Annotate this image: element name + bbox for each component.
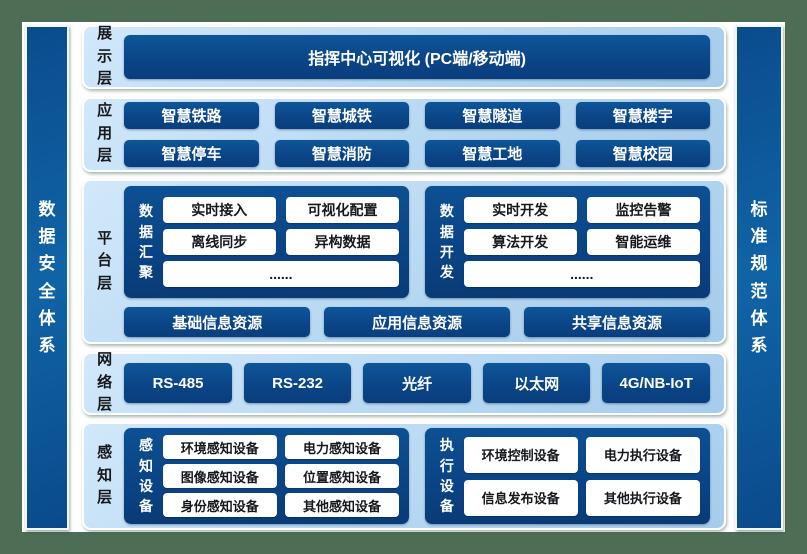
device-box: 电力执行设备 [585, 436, 700, 473]
layer-label-application: 应用层 [97, 102, 113, 165]
layer-panel-application: 应用层 智慧铁路 智慧城铁 智慧隧道 智慧楼宇 智慧停车 智慧消防 智慧工地 智… [82, 96, 726, 172]
app-chip-smart-worksite: 智慧工地 [425, 139, 560, 167]
device-box: 图像感知设备 [162, 464, 277, 488]
platform-layer-content: 数据汇聚 实时接入 可视化配置 离线同步 异构数据 ...... 数据开发 实时… [124, 186, 711, 337]
platform-item: 监控告警 [586, 197, 700, 223]
app-chip-smart-building: 智慧楼宇 [575, 101, 710, 129]
platform-item: 离线同步 [162, 229, 276, 255]
pillar-data-security: 数据安全体系 [25, 25, 69, 530]
actuator-devices-grid: 环境控制设备 电力执行设备 信息发布设备 其他执行设备 [463, 436, 700, 516]
platform-item-more: ...... [463, 261, 700, 287]
data-development-grid: 实时开发 监控告警 算法开发 智能运维 ...... [463, 197, 700, 287]
application-layer-content: 智慧铁路 智慧城铁 智慧隧道 智慧楼宇 智慧停车 智慧消防 智慧工地 智慧校园 [124, 101, 710, 167]
layer-label-perception: 感知层 [97, 444, 113, 507]
platform-item: 智能运维 [586, 229, 700, 255]
app-chip-smart-metro: 智慧城铁 [274, 101, 410, 129]
layer-label-platform: 平台层 [97, 229, 113, 292]
device-box: 位置感知设备 [284, 464, 400, 488]
device-box: 环境感知设备 [162, 435, 277, 459]
group-sensing-devices-label: 感知设备 [138, 437, 153, 515]
platform-item-more: ...... [162, 261, 400, 287]
group-data-development-label: 数据开发 [439, 203, 454, 281]
information-resources-row: 基础信息资源 应用信息资源 共享信息资源 [124, 307, 711, 337]
perception-layer-content: 感知设备 环境感知设备 电力感知设备 图像感知设备 位置感知设备 身份感知设备 … [124, 428, 710, 524]
device-box: 信息发布设备 [463, 479, 578, 516]
platform-item: 算法开发 [463, 229, 577, 255]
layer-label-display: 展示层 [97, 25, 113, 88]
sensing-devices-grid: 环境感知设备 电力感知设备 图像感知设备 位置感知设备 身份感知设备 其他感知设… [162, 435, 400, 517]
device-box: 其他执行设备 [585, 479, 700, 516]
group-data-development: 数据开发 实时开发 监控告警 算法开发 智能运维 ...... [425, 186, 710, 298]
layer-panel-perception: 感知层 感知设备 环境感知设备 电力感知设备 图像感知设备 位置感知设备 身份感… [82, 422, 726, 530]
network-chip-rs485: RS-485 [124, 363, 232, 403]
layer-panel-network: 网络层 RS-485 RS-232 光纤 以太网 4G/NB-IoT [82, 351, 726, 415]
app-chip-smart-parking: 智慧停车 [124, 139, 259, 167]
resource-chip-shared-info: 共享信息资源 [524, 307, 711, 337]
resource-chip-basic-info: 基础信息资源 [124, 307, 311, 337]
platform-item: 异构数据 [285, 229, 400, 255]
network-layer-content: RS-485 RS-232 光纤 以太网 4G/NB-IoT [124, 363, 710, 403]
group-data-aggregation-label: 数据汇聚 [138, 203, 153, 281]
device-box: 环境控制设备 [463, 436, 578, 473]
application-grid: 智慧铁路 智慧城铁 智慧隧道 智慧楼宇 智慧停车 智慧消防 智慧工地 智慧校园 [124, 101, 710, 167]
group-sensing-devices: 感知设备 环境感知设备 电力感知设备 图像感知设备 位置感知设备 身份感知设备 … [124, 428, 410, 524]
group-actuator-devices: 执行设备 环境控制设备 电力执行设备 信息发布设备 其他执行设备 [425, 428, 710, 524]
command-center-visualization-bar: 指挥中心可视化 (PC端/移动端) [124, 35, 710, 79]
resource-chip-application-info: 应用信息资源 [324, 307, 511, 337]
app-chip-smart-campus: 智慧校园 [575, 139, 710, 167]
network-chip-4g-nbiot: 4G/NB-IoT [602, 363, 710, 403]
layer-stack: 展示层 指挥中心可视化 (PC端/移动端) 应用层 智慧铁路 智慧城铁 智慧隧道… [82, 25, 726, 530]
app-chip-smart-railway: 智慧铁路 [124, 101, 259, 129]
device-box: 其他感知设备 [284, 493, 400, 517]
display-layer-content: 指挥中心可视化 (PC端/移动端) [124, 33, 710, 81]
platform-item: 实时接入 [162, 197, 276, 223]
device-box: 电力感知设备 [284, 435, 400, 459]
pillar-standards: 标准规范体系 [735, 25, 783, 530]
platform-item: 可视化配置 [285, 197, 400, 223]
app-chip-smart-firefighting: 智慧消防 [274, 139, 410, 167]
layer-panel-display: 展示层 指挥中心可视化 (PC端/移动端) [82, 25, 726, 89]
network-chip-ethernet: 以太网 [482, 363, 591, 403]
group-actuator-devices-label: 执行设备 [439, 437, 454, 515]
network-chip-fiber: 光纤 [363, 363, 471, 403]
layer-panel-platform: 平台层 数据汇聚 实时接入 可视化配置 离线同步 异构数据 ...... [82, 179, 726, 344]
layer-label-network: 网络层 [97, 351, 113, 414]
device-box: 身份感知设备 [162, 493, 277, 517]
group-data-aggregation: 数据汇聚 实时接入 可视化配置 离线同步 异构数据 ...... [124, 186, 410, 298]
network-chip-rs232: RS-232 [243, 363, 352, 403]
pillar-data-security-label: 数据安全体系 [38, 199, 56, 355]
data-aggregation-grid: 实时接入 可视化配置 离线同步 异构数据 ...... [162, 197, 400, 287]
pillar-standards-label: 标准规范体系 [750, 199, 768, 355]
app-chip-smart-tunnel: 智慧隧道 [425, 101, 560, 129]
platform-item: 实时开发 [463, 197, 577, 223]
